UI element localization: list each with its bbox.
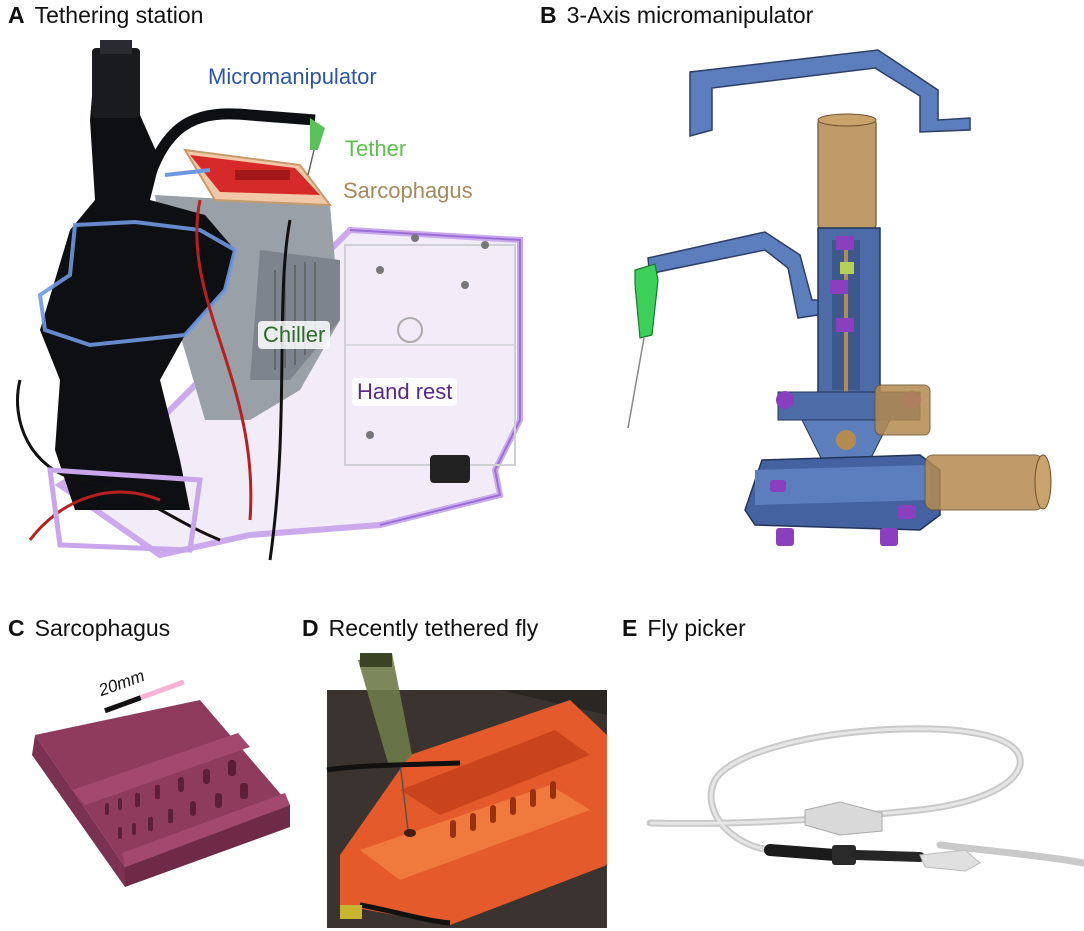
panel-e: E Fly picker: [620, 605, 1084, 931]
panel-e-title: Fly picker: [647, 615, 746, 641]
tethered-fly-photo: [326, 653, 607, 928]
panel-c-title: Sarcophagus: [34, 615, 171, 641]
callout-chiller: Chiller: [258, 321, 331, 349]
fly-picker-photo: [646, 725, 1084, 872]
callout-sarcophagus: Sarcophagus: [343, 178, 473, 203]
panel-b-letter: B: [540, 2, 557, 28]
panel-d-letter: D: [302, 615, 319, 641]
panel-d-title: Recently tethered fly: [328, 615, 539, 641]
callout-micromanipulator: Micromanipulator: [208, 64, 377, 89]
panel-e-letter: E: [622, 615, 638, 641]
micromanipulator-cad: [627, 49, 1052, 546]
callout-hand-rest: Hand rest: [352, 378, 458, 406]
panel-b: B 3-Axis micromanipulator: [540, 0, 1084, 565]
panel-a: A Tethering station: [0, 0, 540, 565]
panel-d-label: D Recently tethered fly: [302, 615, 538, 642]
sarcophagus-render: [32, 679, 290, 887]
panel-c-letter: C: [8, 615, 25, 641]
panel-a-title: Tethering station: [34, 2, 204, 28]
callout-tether: Tether: [345, 136, 407, 161]
panel-b-title: 3-Axis micromanipulator: [566, 2, 814, 28]
panel-d: D Recently tethered fly: [300, 605, 620, 931]
panel-b-label: B 3-Axis micromanipulator: [540, 2, 813, 29]
panel-a-label: A Tethering station: [8, 2, 203, 29]
panel-e-label: E Fly picker: [622, 615, 746, 642]
panel-a-letter: A: [8, 2, 25, 28]
panel-c-label: C Sarcophagus: [8, 615, 170, 642]
